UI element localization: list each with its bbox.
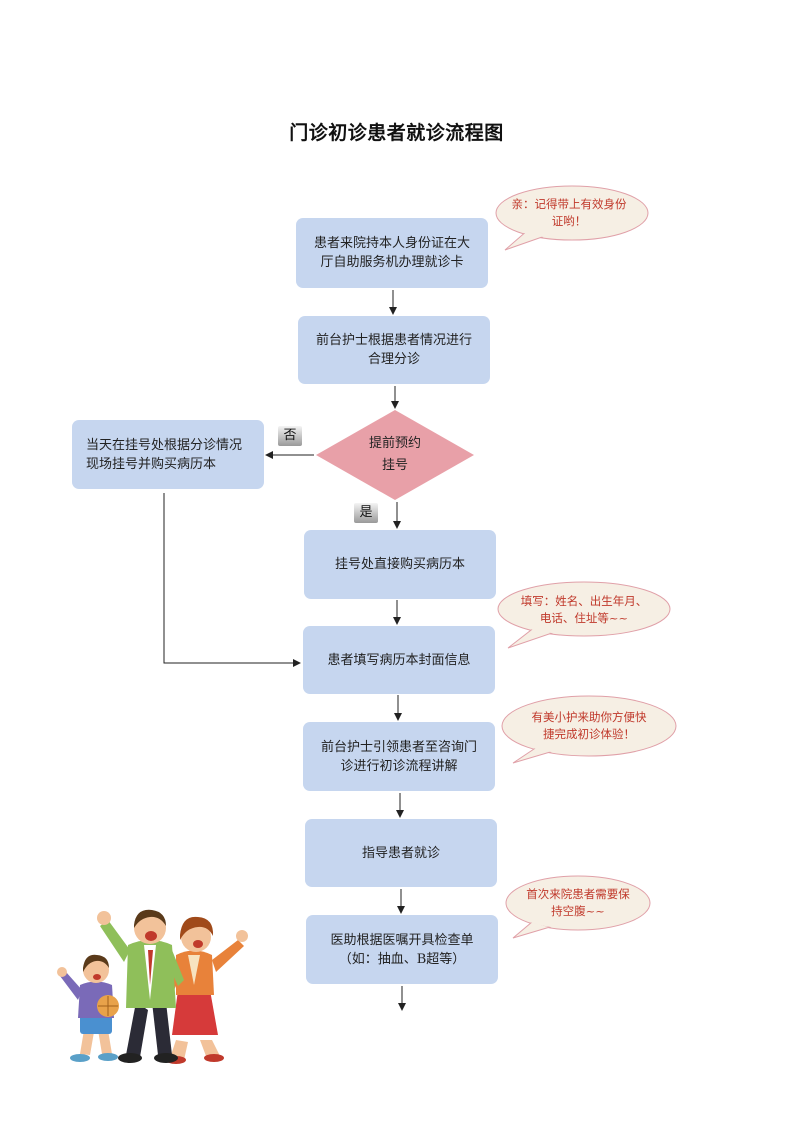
step-walkin-register: 当天在挂号处根据分诊情况现场挂号并购买病历本 [72,420,264,489]
speech-bubble-id-card [495,185,649,251]
bubble-text-id-card: 亲：记得带上有效身份证哟！ [511,197,627,228]
cartoon-family-icon [57,909,248,1064]
step-register-card: 患者来院持本人身份证在大厅自助服务机办理就诊卡 [296,218,488,288]
decision-line-1: 提前预约 [368,436,421,451]
speech-bubble-nurse-help [501,695,677,764]
man-figure [97,909,184,1063]
speech-bubble-fasting [505,875,651,939]
step-guide-consult-text: 前台护士引领患者至咨询门诊进行初诊流程讲解 [320,739,477,774]
step-exam-order-text: 医助根据医嘱开具检查单（如：抽血、B超等） [330,932,474,967]
step-guide-visit: 指导患者就诊 [305,819,497,887]
step-guide-consult: 前台护士引领患者至咨询门诊进行初诊流程讲解 [303,722,495,791]
bubble-text-fill-info: 填写：姓名、出生年月、电话、住址等~~ [520,594,648,625]
step-triage-text: 前台护士根据患者情况进行合理分诊 [315,333,472,367]
step-guide-visit-text: 指导患者就诊 [361,845,440,861]
bubble-text-fasting: 首次来院患者需要保持空腹~~ [526,887,630,918]
woman-figure [166,916,248,1064]
boy-figure [57,954,119,1062]
decision-diamond [316,410,474,500]
speech-bubble-fill-info [497,581,671,649]
step-fill-cover: 患者填写病历本封面信息 [303,626,495,694]
step-register-card-text: 患者来院持本人身份证在大厅自助服务机办理就诊卡 [313,236,470,270]
step-walkin-register-text: 当天在挂号处根据分诊情况现场挂号并购买病历本 [86,437,243,472]
tag-yes: 是 [354,503,378,523]
bubble-text-nurse-help: 有美小护来助你方便快捷完成初诊体验！ [531,710,647,741]
page-title: 门诊初诊患者就诊流程图 [289,122,504,144]
step-fill-cover-text: 患者填写病历本封面信息 [327,652,471,668]
tag-no: 否 [278,426,302,446]
step-exam-order: 医助根据医嘱开具检查单（如：抽血、B超等） [306,915,498,984]
step-triage: 前台护士根据患者情况进行合理分诊 [298,316,490,384]
step-buy-record-book: 挂号处直接购买病历本 [304,530,496,599]
decision-label: 提前预约 挂号 [345,433,445,477]
step-buy-record-book-text: 挂号处直接购买病历本 [334,557,465,572]
decision-line-2: 挂号 [381,458,408,473]
